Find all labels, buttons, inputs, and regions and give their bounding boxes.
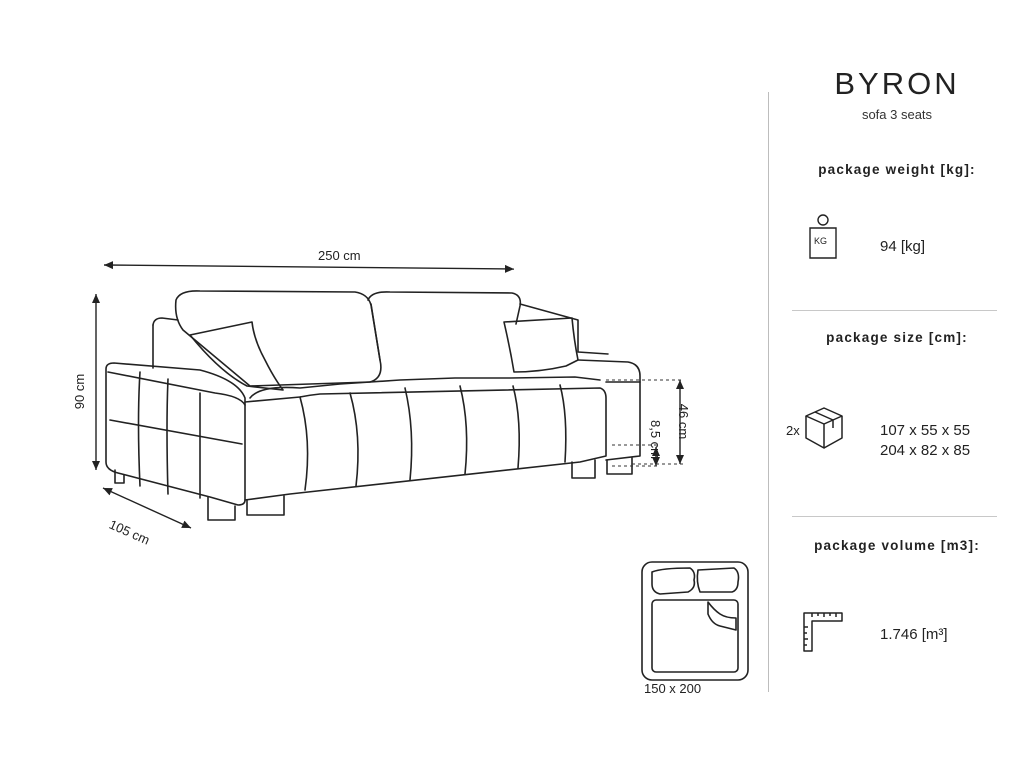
product-subtitle: sofa 3 seats <box>861 107 933 122</box>
section-divider <box>792 516 997 517</box>
pillow-left <box>189 321 284 391</box>
leg <box>571 459 596 479</box>
box-icon <box>805 407 843 449</box>
column-divider <box>768 92 769 692</box>
seat-front <box>244 387 607 501</box>
leg <box>207 496 236 521</box>
package-volume-heading: package volume [m3]: <box>814 538 980 553</box>
package-size-heading: package size [cm]: <box>826 330 968 345</box>
back-cushion-right <box>367 291 522 325</box>
package-weight-heading: package weight [kg]: <box>818 162 976 177</box>
leg <box>246 495 285 516</box>
pillow-right <box>503 317 579 373</box>
package-volume-value: 1.746 [m³] <box>880 626 948 643</box>
product-title: BYRON <box>834 66 960 101</box>
bed-plan-diagram <box>641 561 749 681</box>
sofa-drawing <box>92 261 684 529</box>
width-label: 250 cm <box>318 248 361 263</box>
seat-height-label: 46 cm <box>676 403 692 440</box>
package-size-value-2: 204 x 82 x 85 <box>880 442 971 459</box>
leg <box>114 469 125 484</box>
package-weight-value: 94 [kg] <box>880 238 926 255</box>
armrest-left <box>105 362 246 506</box>
package-count: 2x <box>786 423 800 438</box>
weight-icon-text: KG <box>814 236 828 246</box>
package-size-value-1: 107 x 55 x 55 <box>880 422 971 439</box>
section-divider <box>792 310 997 311</box>
height-label: 90 cm <box>72 373 88 410</box>
armrest-right <box>577 359 641 461</box>
weight-icon <box>809 214 837 259</box>
width-arrow <box>103 261 515 273</box>
depth-arrow <box>102 487 192 529</box>
leg-height-label: 8,5 cm <box>648 419 664 460</box>
sleeping-area-label: 150 x 200 <box>644 681 702 696</box>
ruler-icon <box>803 612 843 652</box>
